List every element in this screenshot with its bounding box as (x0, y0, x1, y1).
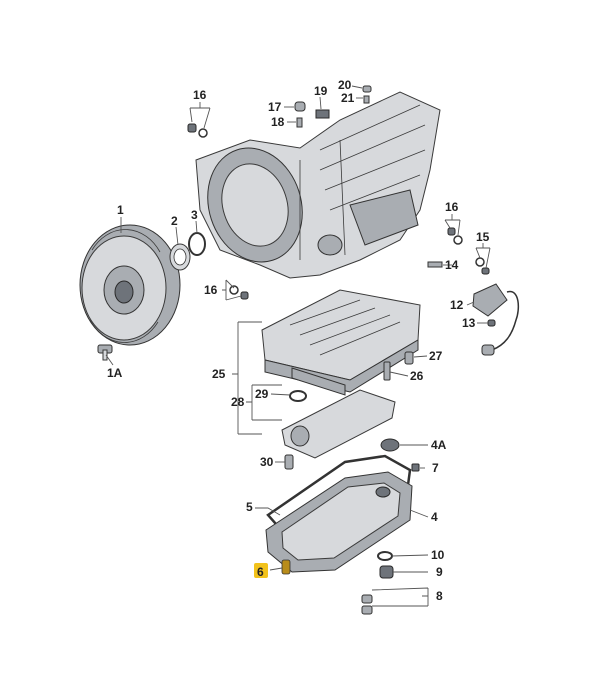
label-25[interactable]: 25 (212, 367, 226, 381)
label-5[interactable]: 5 (246, 500, 253, 514)
sensor-12 (472, 283, 520, 356)
bolt-26 (383, 361, 391, 381)
label-21[interactable]: 21 (341, 91, 355, 105)
label-17[interactable]: 17 (268, 100, 282, 114)
label-19[interactable]: 19 (314, 84, 328, 98)
bolt-13 (487, 319, 496, 327)
label-30[interactable]: 30 (260, 455, 274, 469)
label-8[interactable]: 8 (436, 589, 443, 603)
label-7[interactable]: 7 (432, 461, 439, 475)
bracket-19 (315, 109, 330, 119)
torque-converter (79, 224, 181, 346)
label-27[interactable]: 27 (429, 349, 443, 363)
label-16-top[interactable]: 16 (193, 88, 207, 102)
screw-20-21 (362, 85, 372, 104)
bolt-14 (427, 261, 443, 268)
bolts-15 (475, 257, 490, 275)
transmission-housing (195, 91, 441, 279)
label-10[interactable]: 10 (431, 548, 445, 562)
label-16-left[interactable]: 16 (204, 283, 218, 297)
bolts-16-left (229, 285, 249, 300)
seal-ring-2 (169, 243, 191, 271)
label-16-right[interactable]: 16 (445, 200, 459, 214)
bolt-1a (97, 344, 113, 361)
label-29[interactable]: 29 (255, 387, 269, 401)
label-14[interactable]: 14 (445, 258, 459, 272)
label-1a[interactable]: 1A (107, 366, 123, 380)
bolts-16-right (447, 227, 463, 245)
label-26[interactable]: 26 (410, 369, 424, 383)
seal-10 (377, 551, 393, 561)
valve-body (261, 289, 421, 396)
label-28[interactable]: 28 (231, 395, 245, 409)
plug-9 (379, 565, 394, 579)
clip-7 (411, 463, 420, 472)
plug-18 (296, 117, 303, 128)
plug-17 (294, 101, 306, 112)
label-15[interactable]: 15 (476, 230, 490, 244)
label-1[interactable]: 1 (117, 203, 124, 217)
label-3[interactable]: 3 (191, 208, 198, 222)
part-6-highlight (254, 563, 268, 578)
bolt-27 (404, 351, 414, 365)
o-ring-3 (188, 232, 206, 256)
plug-8 (361, 594, 373, 615)
label-13[interactable]: 13 (462, 316, 476, 330)
bolts-16-top (187, 123, 208, 138)
label-2[interactable]: 2 (171, 214, 178, 228)
leader-lines (105, 85, 491, 607)
o-ring-29 (289, 390, 307, 402)
bolt-30 (284, 454, 294, 470)
label-4a[interactable]: 4A (431, 438, 447, 452)
label-12[interactable]: 12 (450, 298, 464, 312)
bolt-6 (281, 559, 291, 575)
oil-filter (281, 389, 396, 459)
label-4[interactable]: 4 (431, 510, 438, 524)
label-20[interactable]: 20 (338, 78, 352, 92)
oil-pan (265, 471, 413, 573)
part-labels: 1 1A 2 3 4 4A 5 6 7 8 9 10 12 13 14 15 1… (107, 78, 490, 603)
label-9[interactable]: 9 (436, 565, 443, 579)
label-6[interactable]: 6 (257, 565, 264, 579)
cap-4a (380, 438, 400, 452)
label-18[interactable]: 18 (271, 115, 285, 129)
